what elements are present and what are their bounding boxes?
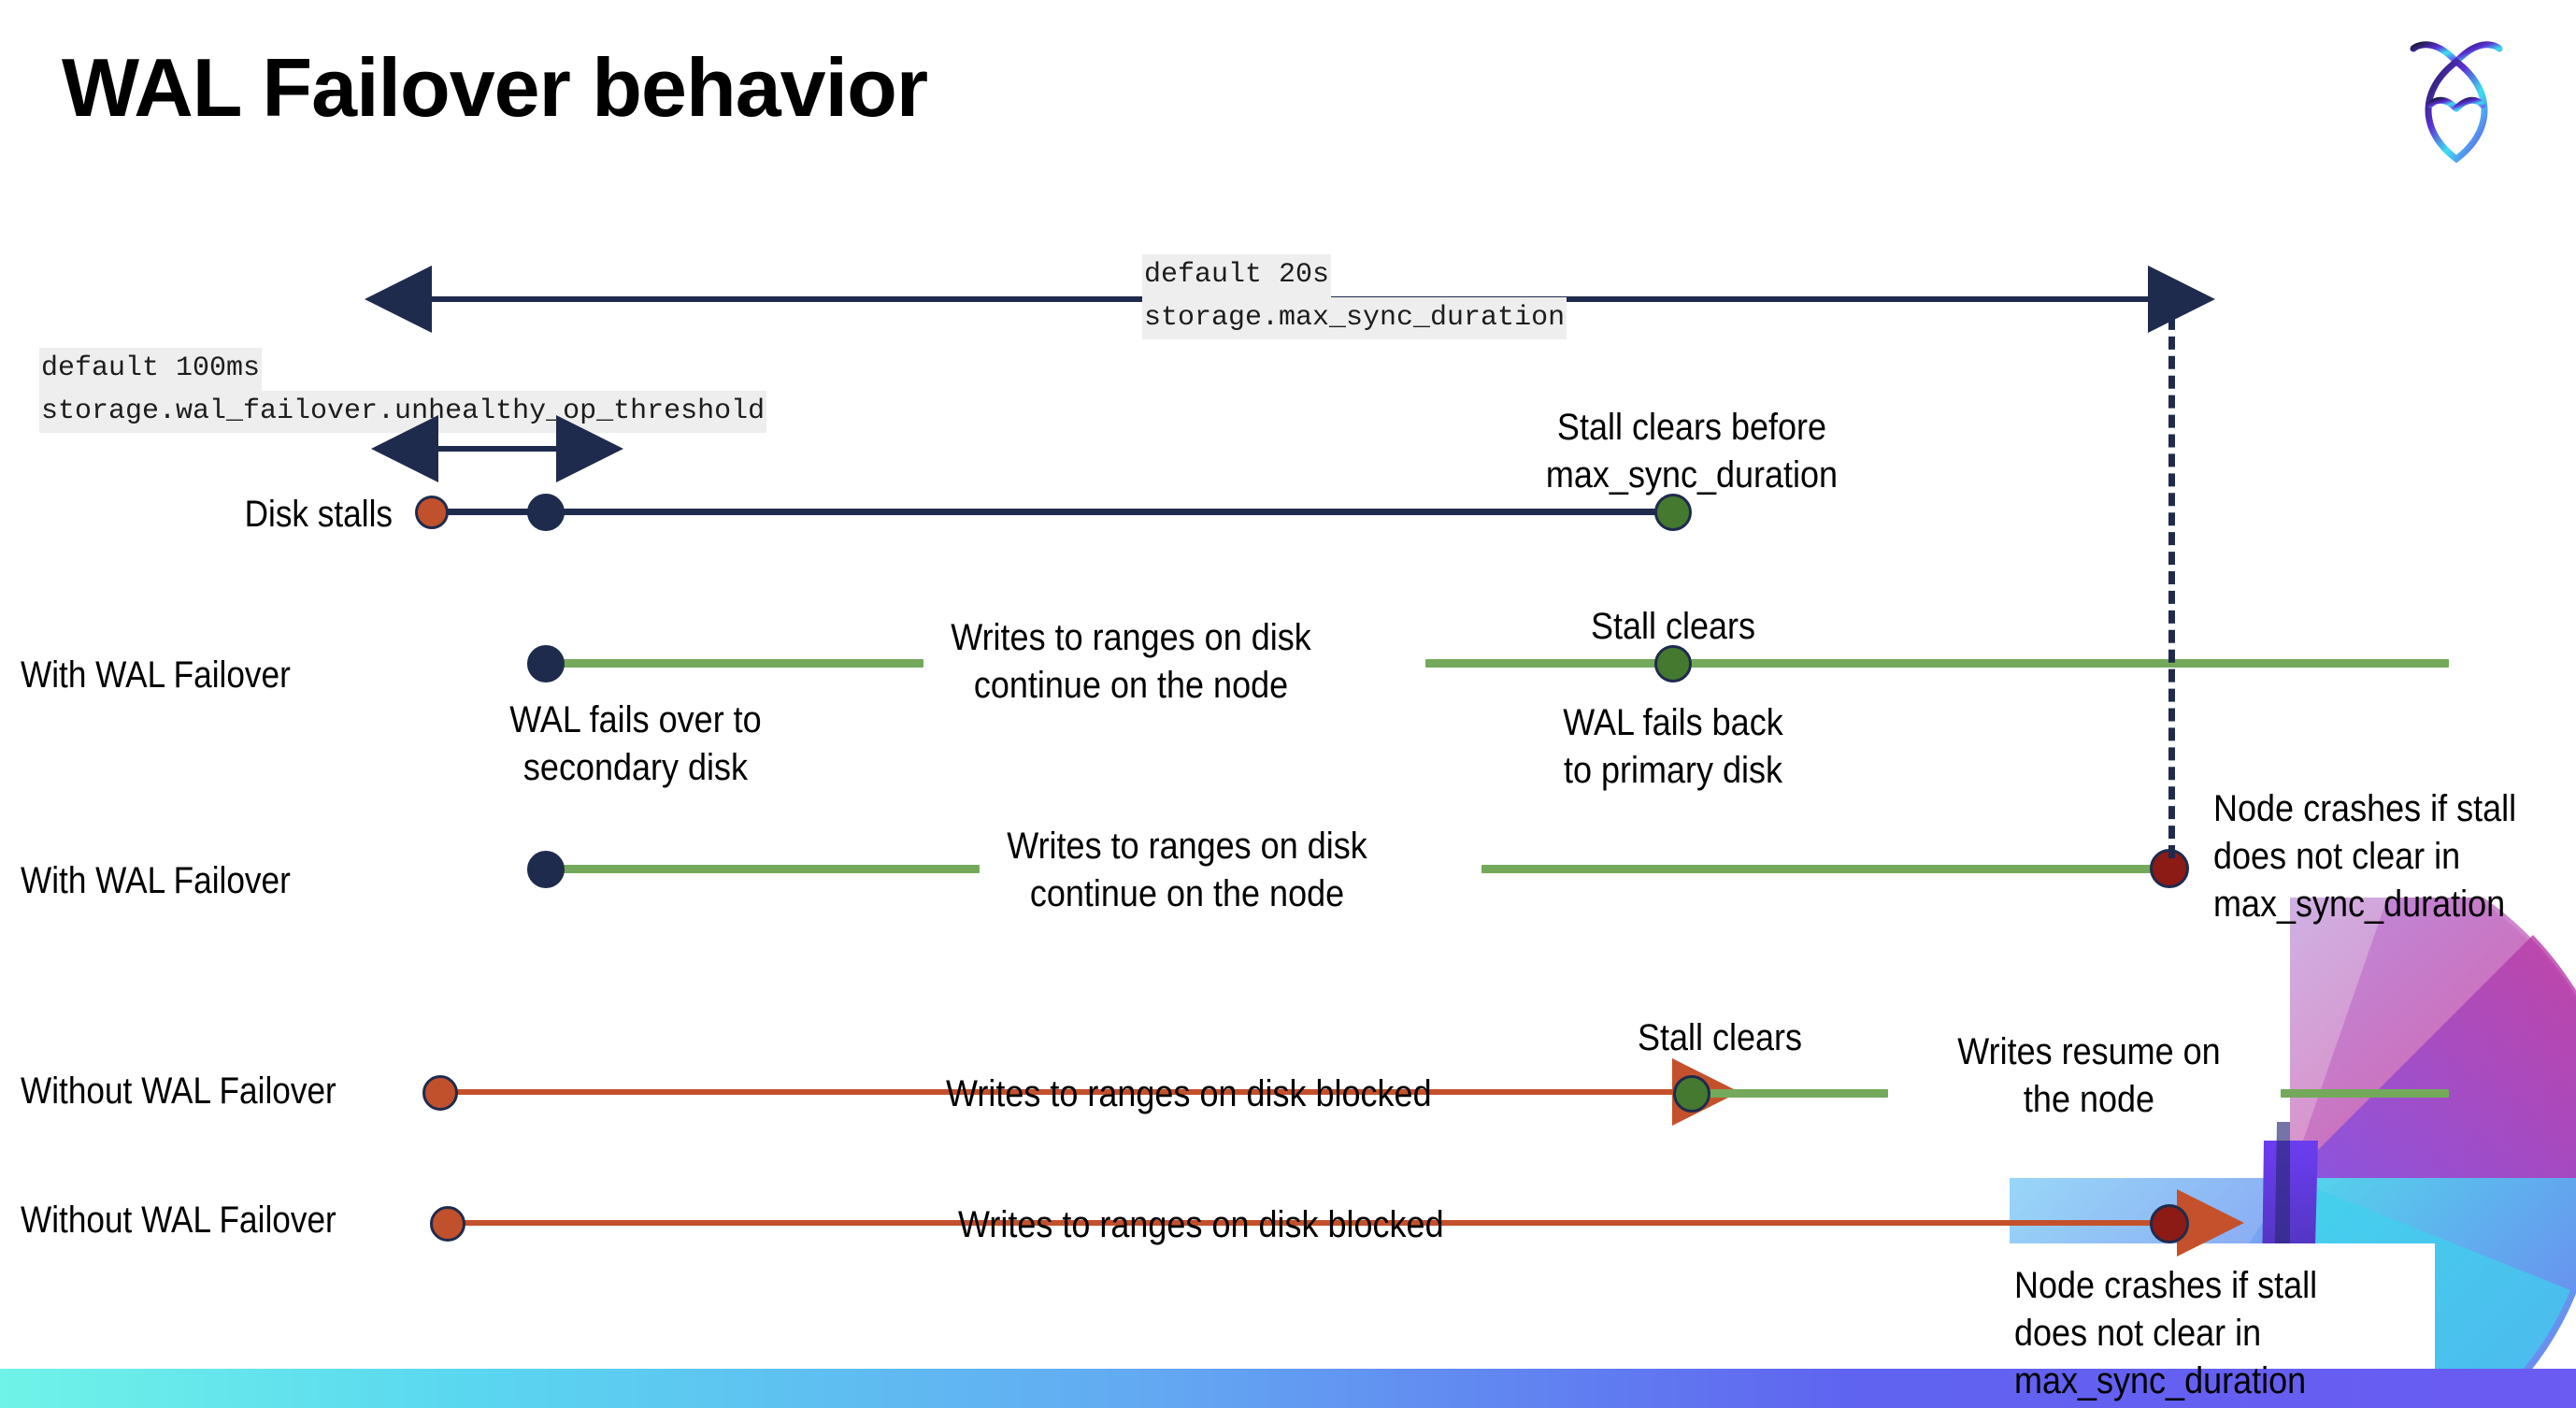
without-wal-failover-2-crash-dot <box>2150 1204 2189 1243</box>
cockroachdb-logo-icon <box>2395 28 2518 168</box>
wal-failover-1-segment-a <box>550 659 923 668</box>
without-wal-failover-1-red-arrow <box>439 1058 1739 1126</box>
note-wal-fails-over: WAL fails over to secondary disk <box>509 699 762 789</box>
annotation-storage-max-sync-duration: storage.max_sync_duration <box>1142 296 1567 339</box>
disk-stalls-clear-dot <box>1654 494 1692 531</box>
note-node-crashes-2: Node crashes if stall does not clear in … <box>2014 1265 2318 1402</box>
note-stall-clears-before: Stall clears before max_sync_duration <box>1545 407 1839 496</box>
row-label-without-wal-failover-1: Without WAL Failover <box>21 1070 336 1112</box>
row-label-without-wal-failover-2: Without WAL Failover <box>21 1200 336 1241</box>
note-node-crashes-1: Node crashes if stall does not clear in … <box>2213 788 2517 926</box>
without-wal-failover-1-clear-dot <box>1673 1075 1710 1113</box>
row-label-with-wal-failover-1: With WAL Failover <box>21 654 291 696</box>
note-wal-fails-back: WAL fails back to primary disk <box>1563 702 1783 792</box>
without-wal-failover-1-green-segment-b <box>2281 1089 2449 1098</box>
max-sync-duration-dashed-connector <box>2168 297 2175 858</box>
without-wal-failover-1-green-segment <box>1701 1089 1888 1098</box>
annotation-storage-wal-failover-threshold: storage.wal_failover.unhealthy_op_thresh… <box>39 390 767 433</box>
note-writes-continue-1: Writes to ranges on disk continue on the… <box>951 617 1311 707</box>
row-label-with-wal-failover-2: With WAL Failover <box>21 860 291 901</box>
note-stall-clears-1: Stall clears <box>1590 606 1756 647</box>
note-writes-blocked-2: Writes to ranges on disk blocked <box>958 1204 1444 1245</box>
disk-stalls-start-dot <box>415 496 449 529</box>
disk-stalls-timeline <box>439 509 1682 515</box>
note-writes-blocked-1: Writes to ranges on disk blocked <box>946 1073 1432 1114</box>
annotation-unhealthy-op-threshold: default 100ms storage.wal_failover.unhea… <box>39 348 767 433</box>
without-wal-failover-2-start-dot <box>430 1206 465 1242</box>
wal-failover-1-failover-dot <box>527 645 565 682</box>
annotation-default-20s: default 20s <box>1142 254 1332 297</box>
note-stall-clears-2: Stall clears <box>1637 1017 1803 1058</box>
bottom-gradient-bar <box>0 1369 2576 1408</box>
note-writes-continue-2: Writes to ranges on disk continue on the… <box>1007 826 1367 915</box>
page-title: WAL Failover behavior <box>62 41 928 134</box>
unhealthy-op-threshold-span-arrow <box>371 415 623 482</box>
row-label-disk-stalls: Disk stalls <box>244 494 393 535</box>
disk-stalls-failover-dot <box>527 494 565 531</box>
wal-failover-2-failover-dot <box>527 851 565 888</box>
note-writes-resume: Writes resume on the node <box>1957 1031 2221 1121</box>
annotation-default-100ms: default 100ms <box>39 348 263 391</box>
wal-failover-1-segment-b <box>1425 659 2449 668</box>
wal-failover-2-segment-b <box>1481 865 2173 873</box>
without-wal-failover-2-red-arrow <box>449 1189 2244 1257</box>
wal-failover-2-segment-a <box>550 865 980 873</box>
annotation-max-sync-duration: default 20s storage.max_sync_duration <box>1142 254 1567 339</box>
without-wal-failover-1-start-dot <box>422 1075 458 1111</box>
wal-failover-1-clear-dot <box>1654 645 1692 682</box>
